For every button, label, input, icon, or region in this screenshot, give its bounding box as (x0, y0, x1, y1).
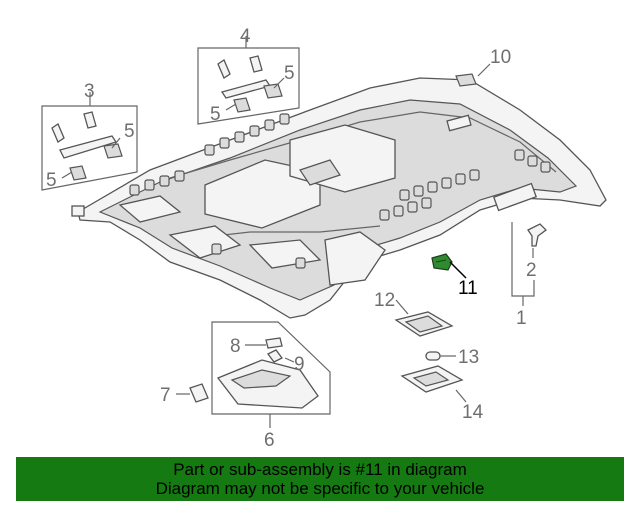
part-12-lamp-housing (394, 299, 454, 337)
callout-5-box4-right: 5 (284, 63, 295, 84)
callout-5-box3-right: 5 (124, 121, 135, 142)
callout-labels: 1 2 3 4 5 5 5 5 6 7 8 9 10 11 12 13 14 (46, 26, 537, 451)
callout-3: 3 (84, 81, 95, 102)
callout-7: 7 (160, 385, 171, 406)
callout-9: 9 (294, 354, 305, 375)
callout-5-box3-left: 5 (46, 170, 57, 191)
headliner (71, 77, 607, 319)
callout-11[interactable]: 11 (458, 278, 478, 299)
callout-5-box4-left: 5 (210, 104, 221, 125)
clip-row-upper (129, 113, 290, 196)
callout-1: 1 (516, 308, 527, 329)
banner-line-1: Part or sub-assembly is #11 in diagram (173, 460, 467, 479)
part-10-clip (455, 63, 491, 87)
callout-8: 8 (230, 336, 241, 357)
part-13-bulb (425, 351, 456, 361)
box-3-grab-handle (41, 92, 138, 191)
info-banner: Part or sub-assembly is #11 in diagram D… (16, 457, 624, 501)
callout-2: 2 (526, 260, 537, 281)
callout-4: 4 (240, 26, 251, 47)
part-2-fastener (511, 222, 547, 306)
part-14-lens (400, 365, 467, 403)
box-4-grab-handle (197, 36, 300, 125)
callout-6: 6 (264, 430, 275, 451)
part-11-highlighted[interactable] (431, 253, 453, 271)
leader-11 (449, 261, 467, 279)
callout-12: 12 (374, 290, 395, 311)
callout-14: 14 (462, 402, 484, 423)
parts-diagram: 1 2 3 4 5 5 5 5 6 7 8 9 10 11 12 13 14 (41, 26, 607, 451)
box-6-sun-visor (211, 321, 331, 428)
callout-13: 13 (458, 347, 479, 368)
part-7-visor-clip (176, 383, 209, 403)
callout-10: 10 (490, 47, 511, 68)
clip-row-lower (211, 149, 551, 269)
banner-line-2: Diagram may not be specific to your vehi… (155, 479, 485, 498)
